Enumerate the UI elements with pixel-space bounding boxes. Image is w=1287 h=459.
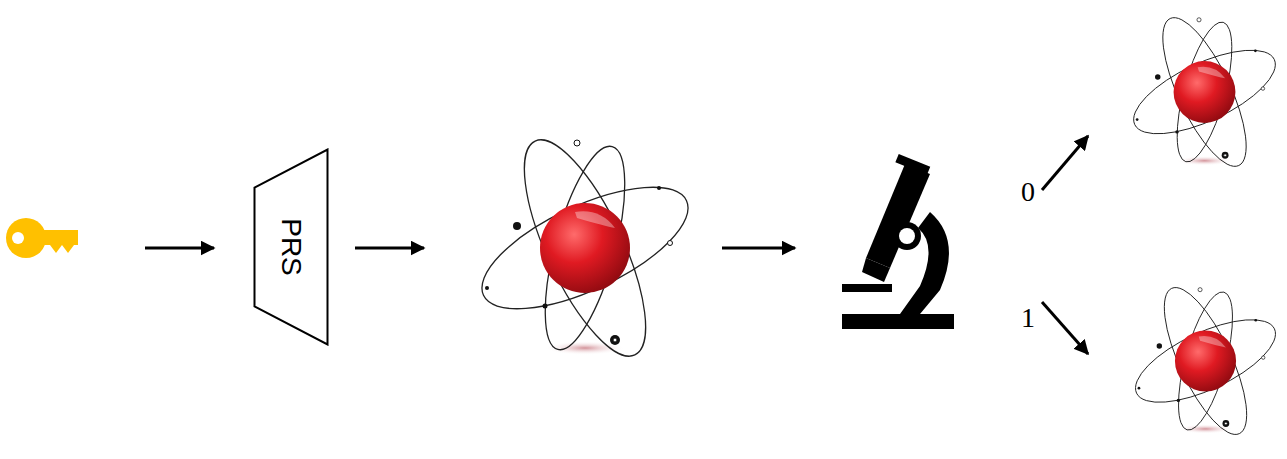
atom-figure — [466, 125, 705, 371]
prs-trapezoid: PRS — [253, 148, 329, 346]
atom-figure — [1123, 7, 1287, 176]
output-bit-label: 0 — [1021, 178, 1035, 206]
key-icon — [6, 218, 78, 258]
atom-figure — [1125, 277, 1287, 444]
output-bit-label: 1 — [1021, 304, 1035, 332]
block-name: PRS — [277, 218, 305, 276]
trapezoid-shape — [255, 150, 328, 345]
microscope-icon — [842, 154, 954, 329]
